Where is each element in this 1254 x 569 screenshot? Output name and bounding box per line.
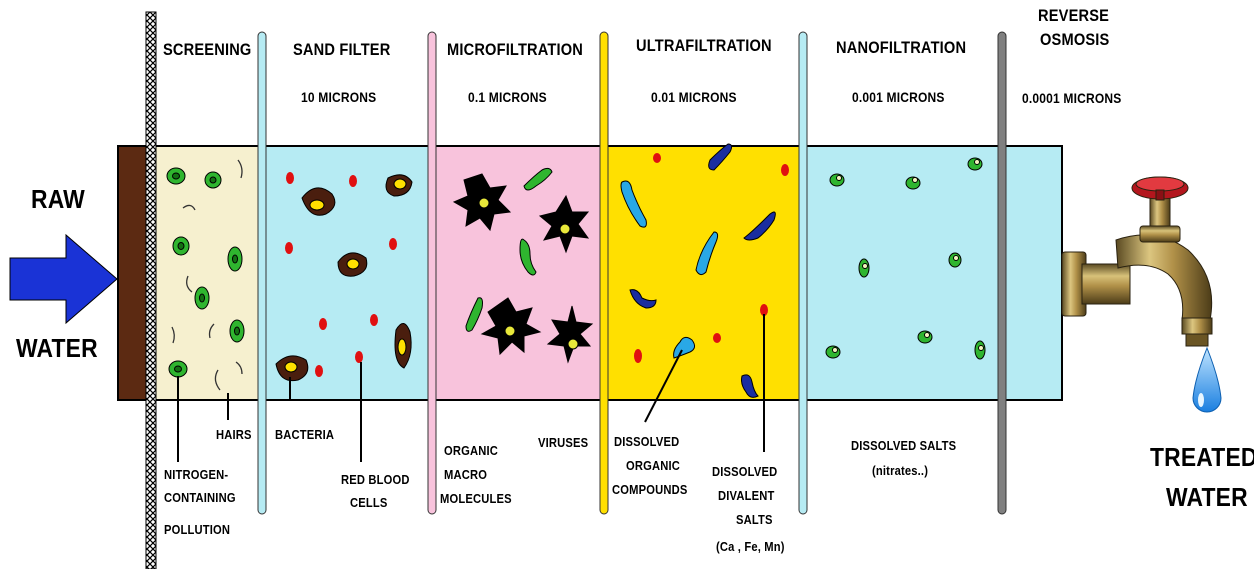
- raw-water-label-line1: RAW: [31, 184, 85, 214]
- zone-microfiltration: [432, 146, 604, 400]
- raw-water-label-line2: WATER: [16, 333, 98, 363]
- screening-mesh: [146, 12, 156, 569]
- label-divalent-line3: SALTS: [736, 510, 773, 530]
- label-divalent-line4: (Ca , Fe, Mn): [716, 537, 785, 557]
- label-divalent-line2: DIVALENT: [718, 486, 774, 506]
- label-bacteria: BACTERIA: [275, 425, 334, 445]
- label-organic-macro-line2: MACRO: [444, 465, 487, 485]
- label-dissolved-organic-line3: COMPOUNDS: [612, 480, 687, 500]
- water-drop-icon: [1193, 348, 1221, 412]
- faucet-icon: [1062, 177, 1212, 346]
- arrow-right-icon: [10, 235, 117, 323]
- stage-sand-filter-size: 10 MICRONS: [301, 87, 376, 107]
- stage-sand-filter-title: SAND FILTER: [293, 40, 390, 60]
- label-hairs: HAIRS: [216, 425, 252, 445]
- stage-reverse-osmosis-size: 0.0001 MICRONS: [1022, 88, 1121, 108]
- membrane-ultrafiltration: [600, 32, 608, 514]
- label-dissolved-salts-line2: (nitrates..): [872, 461, 928, 481]
- label-red-blood-line1: RED BLOOD: [341, 470, 410, 490]
- stage-reverse-osmosis-title-line2: OSMOSIS: [1040, 30, 1109, 50]
- membrane-nanofiltration: [799, 32, 807, 514]
- membrane-sand-filter: [258, 32, 266, 514]
- stage-screening-title: SCREENING: [163, 40, 251, 60]
- stage-ultrafiltration-title: ULTRAFILTRATION: [636, 36, 772, 56]
- label-nitrogen-line3: POLLUTION: [164, 520, 230, 540]
- water-drop-highlight: [1198, 393, 1204, 407]
- label-red-blood-line2: CELLS: [350, 493, 388, 513]
- label-organic-macro-line3: MOLECULES: [440, 489, 512, 509]
- membrane-reverse-osmosis: [998, 32, 1006, 514]
- treated-water-label-line2: WATER: [1166, 482, 1248, 512]
- label-dissolved-organic-line1: DISSOLVED: [614, 432, 679, 452]
- label-dissolved-organic-line2: ORGANIC: [626, 456, 680, 476]
- stage-nanofiltration-size: 0.001 MICRONS: [852, 87, 945, 107]
- label-viruses: VIRUSES: [538, 433, 588, 453]
- stage-microfiltration-size: 0.1 MICRONS: [468, 87, 547, 107]
- treated-water-label-line1: TREATED: [1150, 442, 1254, 472]
- stage-ultrafiltration-size: 0.01 MICRONS: [651, 87, 737, 107]
- label-divalent-line1: DISSOLVED: [712, 462, 777, 482]
- label-nitrogen-line2: CONTAINING: [164, 488, 236, 508]
- label-organic-macro-line1: ORGANIC: [444, 441, 498, 461]
- label-nitrogen-line1: NITROGEN-: [164, 465, 228, 485]
- stage-nanofiltration-title: NANOFILTRATION: [836, 38, 966, 58]
- stage-reverse-osmosis-title-line1: REVERSE: [1038, 6, 1109, 26]
- stage-microfiltration-title: MICROFILTRATION: [447, 40, 583, 60]
- label-dissolved-salts-line1: DISSOLVED SALTS: [851, 436, 956, 456]
- membrane-microfiltration: [428, 32, 436, 514]
- zone-reverse-osmosis: [1002, 146, 1062, 400]
